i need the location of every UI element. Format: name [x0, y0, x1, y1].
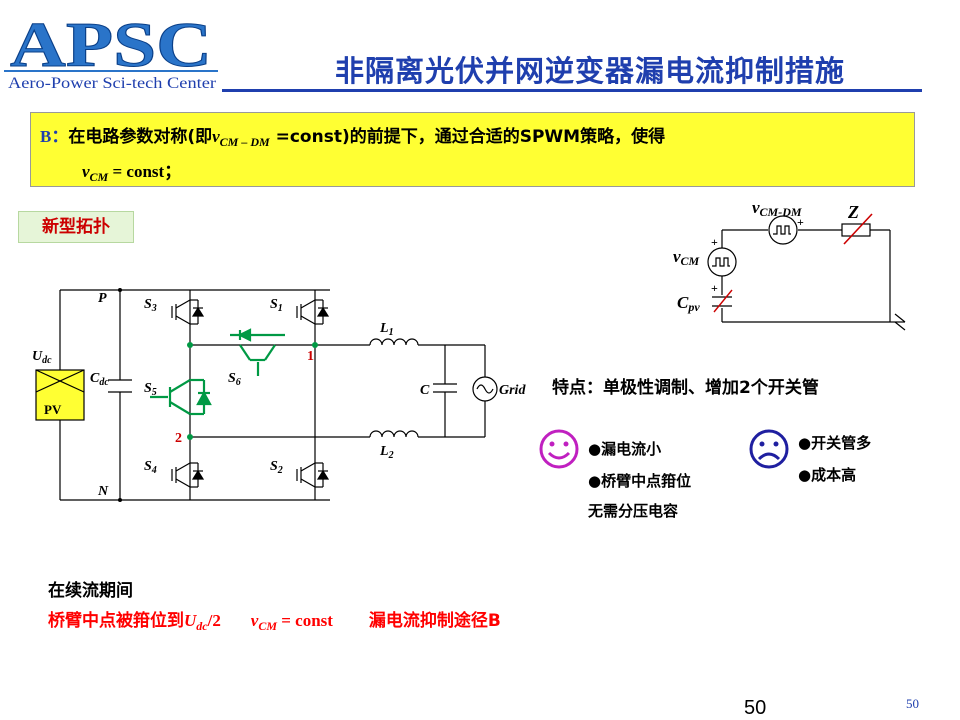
pro-item: ●漏电流小 [588, 440, 662, 458]
var-sub2: CM [89, 170, 109, 184]
con-item: ●成本高 [798, 466, 857, 484]
strategy-box [30, 112, 915, 187]
label-vcmdm: vCM-DM [752, 198, 802, 219]
logo-main: APSC [10, 9, 212, 80]
strategy-text-a: 在电路参数对称(即 [68, 127, 213, 147]
common-mode-circuit: vCM-DM Z vCM Cpv + + + [673, 198, 906, 331]
label-Cdc: Cdc [90, 371, 109, 388]
node-1: 1 [307, 349, 314, 364]
feature-text: 特点：单极性调制、增加2个开关管 [552, 378, 819, 398]
var-v: v [212, 127, 220, 146]
freewheel-heading: 在续流期间 [48, 581, 133, 601]
var-sub: CM – DM [219, 135, 270, 149]
label-C: C [420, 383, 430, 398]
strategy-text-b: =const)的前提下，通过合适的SPWM策略，使得 [269, 127, 666, 147]
label-S1: S1 [270, 297, 283, 314]
slide-title: 非隔离光伏并网逆变器漏电流抑制措施 [334, 54, 845, 88]
label-Z: Z [847, 202, 859, 222]
fw-U-sub: dc [196, 619, 208, 633]
label-S6: S6 [228, 371, 241, 388]
label-S4: S4 [144, 459, 157, 476]
new-topology-tag: 新型拓扑 [18, 211, 134, 243]
label-S5: S5 [144, 381, 157, 398]
label-vcm: vCM [673, 247, 700, 268]
label-P: P [98, 291, 107, 306]
inverter-circuit: P N Udc Cdc S3 S1 S5 S6 S4 S2 L1 L2 C Gr… [32, 288, 526, 502]
fw-v: v [250, 611, 259, 630]
label-L2: L2 [379, 444, 394, 461]
label-Grid: Grid [499, 383, 526, 398]
frown-icon [749, 429, 789, 469]
pro-item: ●桥臂中点箝位 [588, 472, 692, 490]
pro-item: 无需分压电容 [588, 502, 679, 520]
label-PV: PV [44, 402, 62, 417]
page-number: 50 [744, 697, 767, 719]
fw-part-b: /2 [207, 611, 221, 630]
strategy-text-c: = const； [108, 162, 182, 181]
fw-part-c: = const [277, 611, 333, 630]
con-item: ●开关管多 [798, 434, 872, 452]
label-N: N [97, 484, 109, 499]
label-S3: S3 [144, 297, 157, 314]
logo-tagline: Aero-Power Sci-tech Center [8, 75, 217, 92]
fw-part-a: 桥臂中点被箝位到 [48, 611, 184, 631]
fw-part-d: 漏电流抑制途径B [368, 611, 501, 631]
label-L1: L1 [379, 321, 394, 338]
page-number-corner: 50 [906, 696, 919, 711]
plus-cpv: + [711, 281, 718, 295]
fw-v-sub: CM [258, 619, 277, 633]
plus-vcm: + [711, 235, 718, 249]
smile-icon [539, 429, 579, 469]
strategy-line-1: B：在电路参数对称(即vCM – DM =const)的前提下，通过合适的SPW… [40, 122, 665, 150]
title-rule [222, 89, 922, 92]
fw-U: U [184, 611, 197, 630]
apsc-logo: APSC Aero-Power Sci-tech Center [4, 4, 218, 92]
freewheel-statement: 桥臂中点被箝位到Udc/2 vCM = const 漏电流抑制途径B [48, 606, 501, 634]
strategy-prefix: B： [40, 127, 69, 146]
strategy-line-2: vCM = const； [82, 157, 181, 185]
node-2: 2 [175, 431, 182, 446]
plus-vcmdm: + [797, 215, 804, 229]
label-S2: S2 [270, 459, 283, 476]
var-v2: v [82, 162, 90, 181]
label-cpv: Cpv [677, 293, 700, 314]
label-Udc: Udc [32, 349, 52, 366]
